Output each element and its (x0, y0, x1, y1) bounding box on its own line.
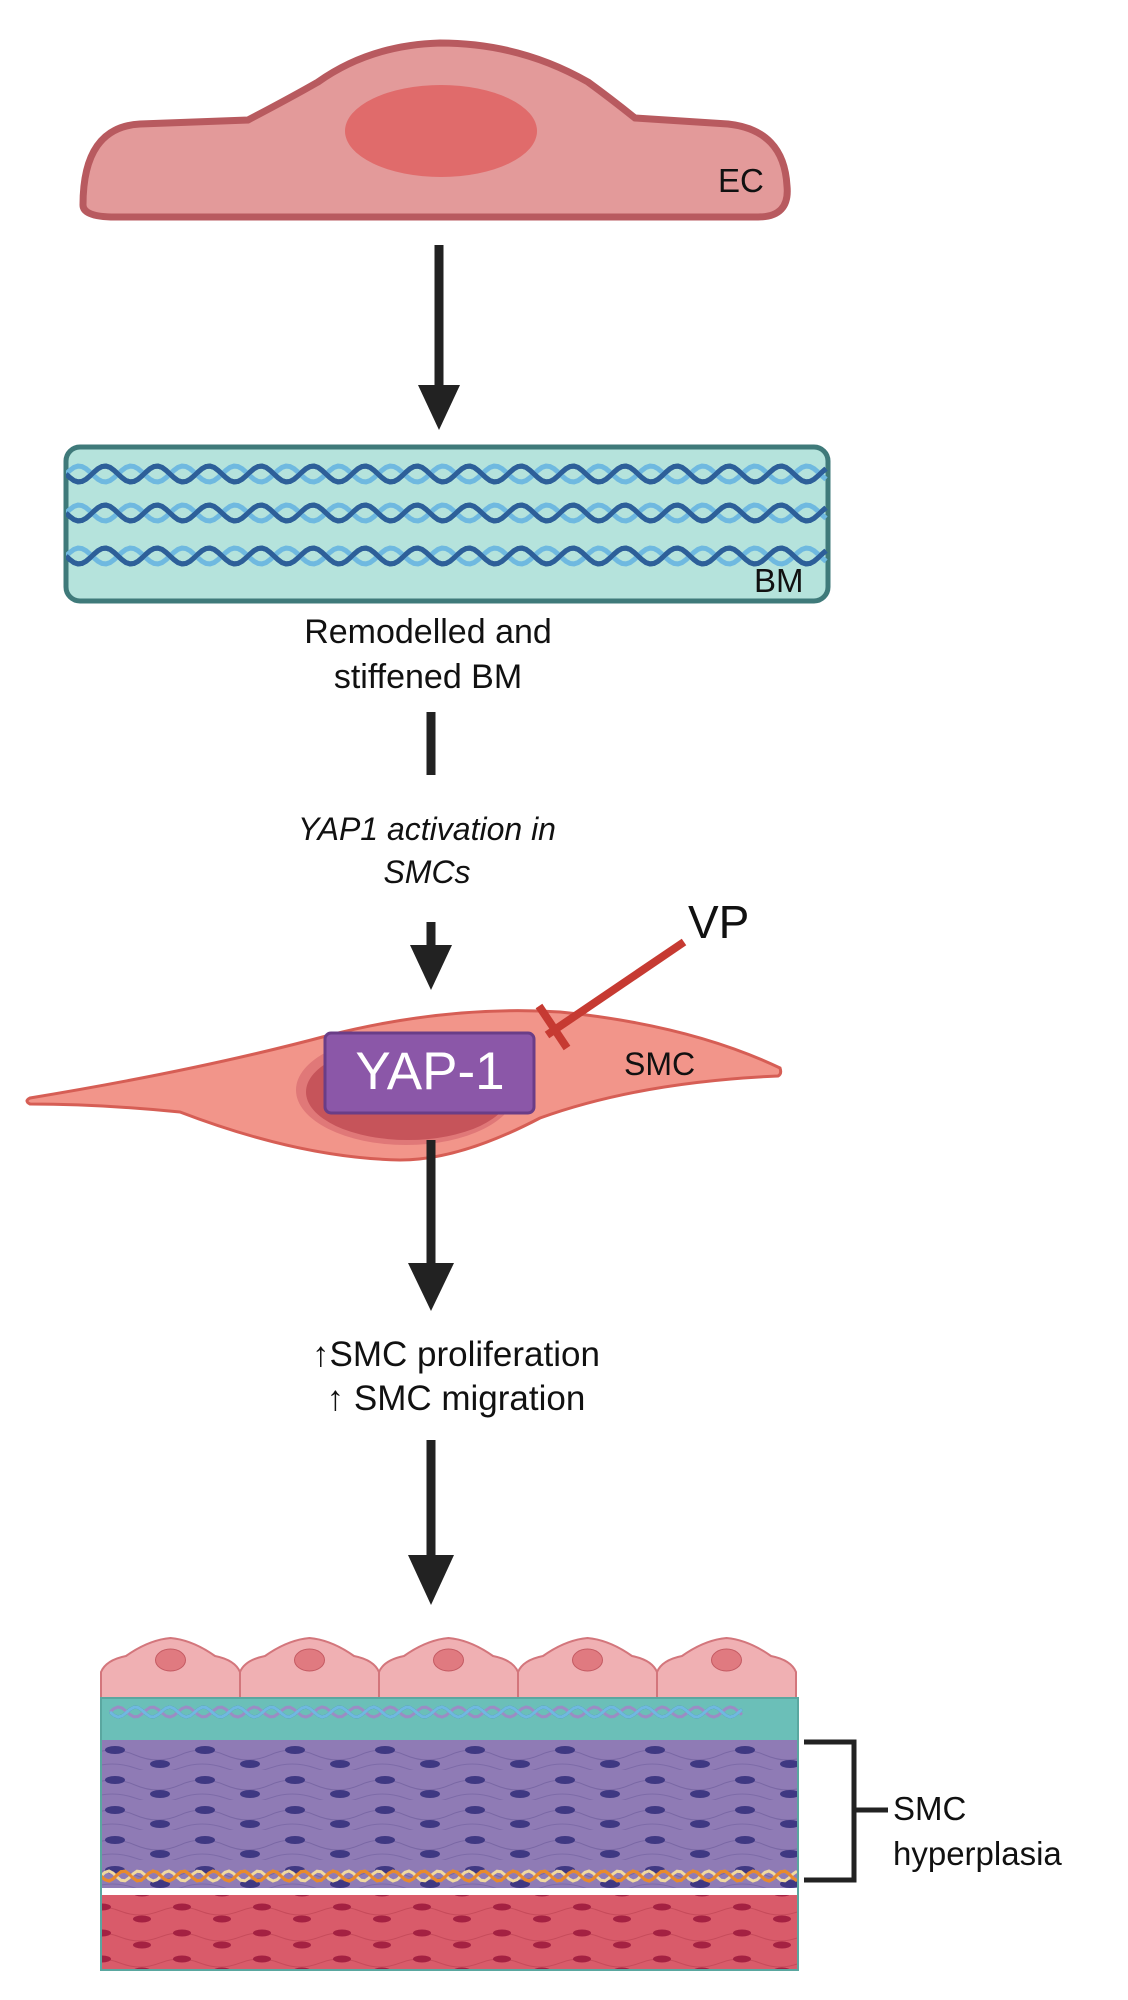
bm-fiber-strand (66, 545, 828, 567)
yap1-label: YAP-1 (355, 1042, 504, 1101)
vessel-outline (100, 1697, 799, 1971)
bm-label: BM (754, 562, 804, 599)
smc-label: SMC (624, 1046, 695, 1082)
endothelial-nucleus (433, 1648, 464, 1672)
bm-collagen-fibers (66, 463, 828, 567)
vp-label: VP (688, 896, 749, 948)
inhibition-bar (535, 1003, 571, 1051)
basement-membrane: BM (63, 444, 831, 604)
vp-inhibitor: VP (535, 896, 749, 1051)
vessel-wall (100, 1636, 799, 1971)
endothelial-nucleus (711, 1648, 742, 1672)
smooth-muscle-cell: YAP-1 SMC (25, 1009, 783, 1162)
elastic-fiber-strand (101, 1869, 798, 1883)
bm-fiber-strand (66, 463, 828, 485)
arrow-ec-to-bm (418, 245, 460, 430)
vessel-fiber-strand (109, 1705, 743, 1719)
bm-fiber-strand (66, 463, 828, 485)
inhibition-line (544, 938, 687, 1039)
adventitia-layer (101, 1895, 798, 1970)
media-layer (101, 1740, 798, 1888)
hyperplasia-bracket (804, 1739, 888, 1883)
hyperplasia-label-line1: SMC (893, 1790, 966, 1827)
endothelial-nucleus (294, 1648, 325, 1672)
yap1-box (323, 1031, 536, 1115)
bm-fiber-strand (66, 545, 828, 567)
arrow-to-vessel (408, 1440, 454, 1605)
outcome-proliferation: ↑SMC proliferation (312, 1335, 600, 1374)
ec-nucleus (345, 85, 537, 177)
elastic-lamina (101, 1869, 798, 1883)
outcome-migration: ↑ SMC migration (327, 1379, 586, 1418)
remodelled-text-line2: stiffened BM (334, 658, 522, 696)
elastic-fiber-strand (101, 1869, 798, 1883)
endothelial-nucleus (155, 1648, 186, 1672)
hyperplasia-label-line2: hyperplasia (893, 1835, 1062, 1872)
yap-activation-line2: SMCs (383, 854, 470, 890)
endothelial-nucleus (572, 1648, 603, 1672)
arrow-to-smc (410, 922, 452, 990)
bm-fiber-strand (66, 502, 828, 524)
endothelial-layer (100, 1636, 797, 1699)
arrow-smc-to-outcomes (408, 1140, 454, 1311)
remodelled-text-line1: Remodelled and (304, 613, 552, 651)
endothelial-cell: EC (79, 39, 791, 221)
ec-label: EC (718, 162, 764, 199)
bm-fiber-band (109, 1705, 743, 1719)
teal-bm-layer (101, 1698, 798, 1742)
yap-activation-line1: YAP1 activation in (298, 811, 556, 847)
bm-fiber-strand (66, 502, 828, 524)
